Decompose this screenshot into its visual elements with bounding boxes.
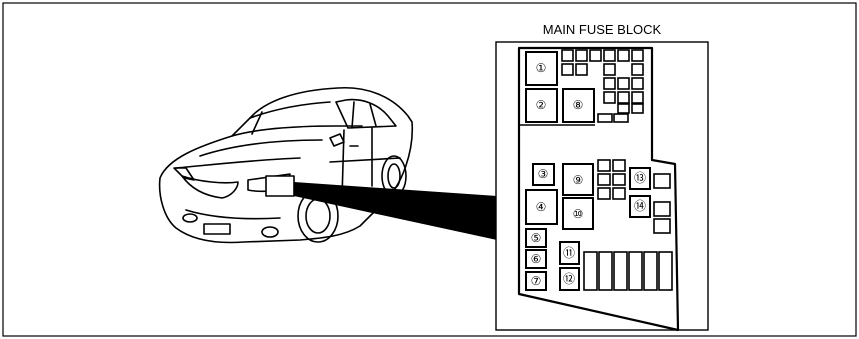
fuse-4: [525, 189, 558, 225]
main-fuse-block: MAIN FUSE BLOCK ① ② ⑧ ③ ④ ⑨ ⑩ ⑤ ⑥ ⑦ ⑪ ⑫ …: [495, 22, 709, 332]
mini-fuse-slot: [631, 77, 644, 90]
mini-fuse-slot: [603, 63, 616, 76]
car-bumper-line: [185, 209, 281, 220]
fuse-5: [525, 228, 547, 248]
fuse-1: [525, 51, 558, 86]
car-rear-wheel-rim: [387, 163, 401, 189]
mini-fuse-slot: [603, 77, 616, 90]
mini-fuse-slot: [617, 77, 630, 90]
mini-fuse-slot: [575, 49, 588, 62]
relay-slot: [628, 251, 643, 291]
mini-fuse-slot: [653, 201, 671, 217]
mini-fuse-slot: [612, 159, 626, 172]
relay-slot: [598, 251, 613, 291]
car-license-plate: [203, 223, 231, 235]
fuse-8-label: ⑧: [573, 98, 584, 112]
mini-fuse-slot: [603, 91, 616, 104]
mini-fuse-slot: [597, 173, 611, 186]
mini-fuse-grid-middle: [597, 159, 671, 234]
fuse-14-label: ⑭: [634, 199, 646, 213]
mini-fuse-slot: [653, 173, 671, 189]
fuse-3-label: ③: [538, 167, 549, 181]
mini-fuse-slot: [617, 49, 630, 62]
mini-fuse-slot: [597, 159, 611, 172]
car-roof-front: [249, 101, 331, 119]
callout-pointer: [294, 182, 497, 240]
mini-fuse-slot: [603, 49, 616, 62]
fuse-2: [525, 88, 558, 123]
fuse-9: [562, 163, 594, 196]
car-fog-light-right: [261, 226, 279, 238]
car-a-pillar: [251, 111, 263, 135]
fuse-6: [525, 249, 547, 269]
relay-slot: [583, 251, 598, 291]
fuse-13: [629, 167, 651, 190]
fuse-1-label: ①: [536, 61, 547, 75]
car-side-molding: [329, 157, 401, 163]
mini-fuse-slot: [631, 63, 644, 76]
fuse-10-label: ⑩: [573, 207, 584, 221]
mini-fuse-slot: [612, 187, 626, 200]
fuse-block-housing: [517, 46, 680, 332]
fuse-4-label: ④: [536, 200, 547, 214]
car-c-pillar: [369, 103, 377, 127]
fuse-9-label: ⑨: [573, 173, 584, 187]
fuse-5-label: ⑤: [531, 231, 542, 245]
relay-row: [583, 251, 673, 291]
mini-fuse-slot: [597, 113, 613, 123]
relay-slot: [613, 251, 628, 291]
mini-fuse-slot: [631, 49, 644, 62]
mini-fuse-slot: [597, 187, 611, 200]
fuse-8: [562, 88, 595, 123]
mini-fuse-slot: [631, 103, 644, 114]
car-side-mirror: [329, 133, 345, 147]
car-front-wheel-rim: [305, 198, 331, 234]
mini-fuse-slot: [612, 173, 626, 186]
fuse-block-title: MAIN FUSE BLOCK: [543, 22, 662, 37]
mini-fuse-slot: [589, 49, 602, 62]
mini-fuse-slot: [617, 91, 630, 104]
fuse-12: [559, 267, 580, 291]
mini-fuse-slot: [631, 91, 644, 104]
fuse-11-label: ⑪: [563, 246, 575, 260]
car-fog-light-left: [182, 213, 198, 223]
car-illustration: [158, 86, 414, 244]
fuse-14: [629, 195, 651, 218]
fuse-2-label: ②: [536, 98, 547, 112]
fuse-12-label: ⑫: [563, 272, 575, 286]
car-grille: [181, 175, 239, 199]
mini-fuse-slot: [613, 113, 629, 123]
car-hood-crease: [175, 157, 301, 169]
fuse-3: [532, 163, 555, 186]
car-side-window-front: [335, 98, 397, 129]
mini-fuse-slot: [617, 103, 630, 114]
mini-fuse-slot: [561, 49, 574, 62]
fuse-13-label: ⑬: [634, 171, 646, 185]
relay-slot: [643, 251, 658, 291]
mini-fuse-slot: [561, 63, 574, 76]
relay-slot: [658, 251, 673, 291]
fuse-7-label: ⑦: [531, 274, 542, 288]
car-b-pillar: [351, 101, 355, 129]
car-windshield-base: [231, 125, 363, 137]
mini-fuse-slot: [575, 63, 588, 76]
car-headlight-left: [173, 167, 195, 181]
car-fuse-block-location: [265, 175, 295, 197]
mini-fuse-grid-upper: [561, 49, 644, 123]
fuse-10: [562, 197, 594, 230]
fuse-11: [559, 241, 580, 265]
car-hood-line: [199, 139, 323, 157]
mini-fuse-slot: [653, 218, 671, 234]
fuse-7: [525, 271, 547, 291]
fuse-6-label: ⑥: [531, 252, 542, 266]
